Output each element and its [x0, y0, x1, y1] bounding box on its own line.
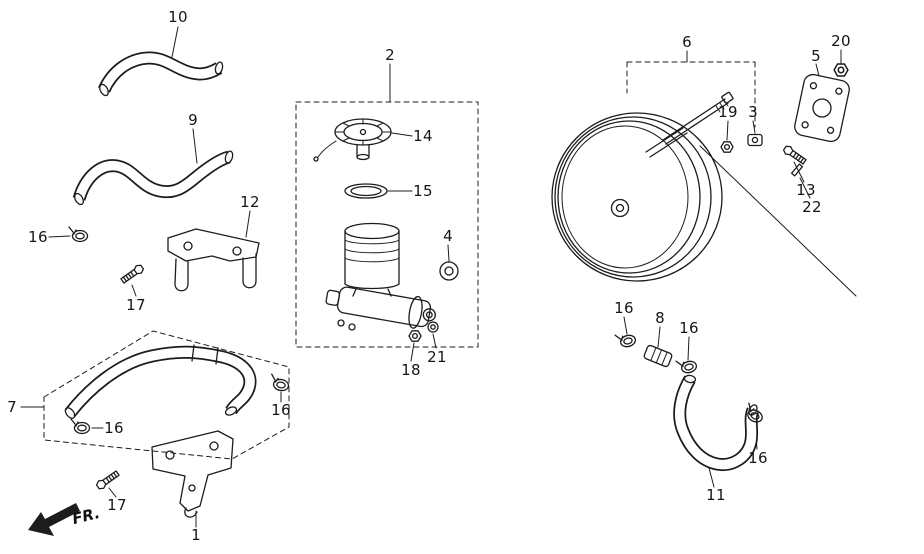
- callout-3: 3: [748, 103, 758, 121]
- callout-11: 11: [706, 486, 726, 504]
- callout-22: 22: [802, 198, 822, 216]
- callout-19: 19: [718, 103, 738, 121]
- hose-10: [98, 51, 224, 97]
- clamp-16-mid-left: [614, 329, 638, 350]
- bolt-17-lower: [94, 468, 121, 492]
- callout-14: 14: [413, 127, 433, 145]
- callout-1: 1: [191, 526, 201, 544]
- callout-16-hose7-right: 16: [271, 401, 291, 419]
- callout-20: 20: [831, 32, 851, 50]
- callout-6: 6: [682, 33, 692, 51]
- nut-19: [720, 141, 734, 153]
- reservoir-cap-14: [313, 118, 392, 162]
- grommet-4: [439, 261, 459, 281]
- assembly-box-2: [295, 101, 479, 348]
- callout-4: 4: [443, 227, 453, 245]
- callout-2: 2: [385, 46, 395, 64]
- brake-booster-6: [551, 61, 857, 297]
- bracket-12: [167, 228, 260, 292]
- callout-5: 5: [811, 47, 821, 65]
- callout-16-hose7-left: 16: [104, 419, 124, 437]
- callout-13: 13: [796, 181, 816, 199]
- callout-16-mid-right: 16: [679, 319, 699, 337]
- hose-11: [673, 374, 760, 472]
- callout-8: 8: [655, 309, 665, 327]
- clamp-16-hose7-left: [70, 418, 91, 435]
- callout-17-upper: 17: [126, 296, 146, 314]
- pin-22: [790, 163, 804, 177]
- clip-3: [747, 133, 763, 147]
- clamp-16-hose7-right: [268, 373, 291, 393]
- clamp-16-left: [68, 226, 89, 243]
- nut-18: [408, 330, 422, 342]
- callout-9: 9: [188, 111, 198, 129]
- assembly-box-7: [43, 330, 290, 460]
- hose-9: [72, 150, 234, 206]
- callout-21: 21: [427, 348, 447, 366]
- nut-20: [833, 63, 849, 77]
- fitting-8: [643, 344, 673, 368]
- callout-12: 12: [240, 193, 260, 211]
- clamp-16-mid-right: [675, 355, 699, 376]
- callout-16-left: 16: [28, 228, 48, 246]
- gasket-5: [794, 73, 850, 143]
- washer-21: [427, 321, 439, 333]
- callout-18: 18: [401, 361, 421, 379]
- callout-16-mid-left: 16: [614, 299, 634, 317]
- callout-17-lower: 17: [107, 496, 127, 514]
- callout-7: 7: [7, 398, 17, 416]
- bolt-17-upper: [119, 262, 146, 286]
- hose-7: [64, 344, 257, 419]
- bracket-1: [151, 430, 234, 518]
- seal-15: [344, 183, 388, 199]
- fr-arrow-icon: [28, 503, 80, 536]
- callout-16-hose11: 16: [748, 449, 768, 467]
- master-cylinder: [325, 222, 436, 331]
- callout-10: 10: [168, 8, 188, 26]
- callout-15: 15: [413, 182, 433, 200]
